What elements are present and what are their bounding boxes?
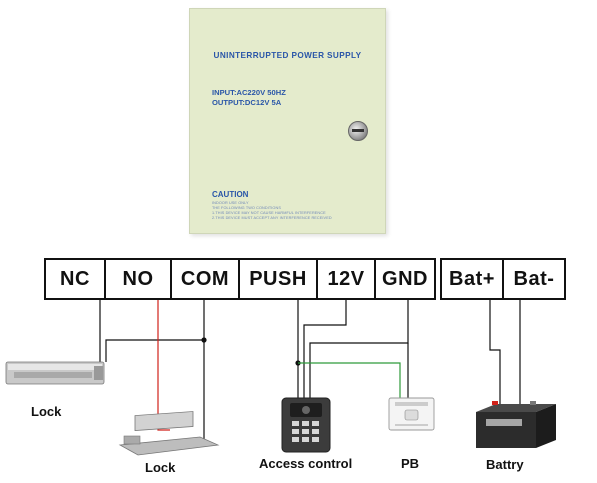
exit-button-icon xyxy=(388,397,435,431)
psu-input-spec: INPUT:AC220V 50HZ xyxy=(212,88,286,97)
psu-output-spec: OUTPUT:DC12V 5A xyxy=(212,98,282,107)
terminal-push: PUSH xyxy=(238,258,318,300)
psu-caution-heading: CAUTION xyxy=(212,190,249,199)
wire-com-lock1 xyxy=(105,300,205,362)
psu-caution-line: 2.THIS DEVICE MUST ACCEPT ANY INTERFEREN… xyxy=(212,216,332,220)
wire-green xyxy=(298,362,401,398)
psu-caution-line: INDOOR USE ONLY xyxy=(212,201,249,205)
psu-caution-line: 1.THIS DEVICE MAY NOT CAUSE HARMFUL INTE… xyxy=(212,211,326,215)
wire-bat-plus xyxy=(489,300,501,405)
psu-caution-line: THE FOLLOWING TWO CONDITIONS xyxy=(212,206,281,210)
terminal-gnd: GND xyxy=(374,258,436,300)
junction-dot xyxy=(201,337,207,343)
label-lock-bolt: Lock xyxy=(145,460,176,475)
power-supply-box: UNINTERRUPTED POWER SUPPLY INPUT:AC220V … xyxy=(189,8,386,234)
wire-no-red xyxy=(157,300,170,431)
wire-com-lock2 xyxy=(195,340,205,441)
keypad-icon xyxy=(281,397,331,453)
label-lock-magnetic: Lock xyxy=(31,404,62,419)
terminal-com: COM xyxy=(170,258,240,300)
terminal-bat-minus: Bat- xyxy=(502,258,566,300)
bolt-lock-icon xyxy=(118,411,220,456)
magnetic-lock-icon xyxy=(5,361,105,385)
label-pb: PB xyxy=(401,456,420,471)
terminal-no: NO xyxy=(104,258,172,300)
terminal-bat-plus: Bat+ xyxy=(440,258,504,300)
wire-gnd-access xyxy=(309,300,409,400)
battery-icon xyxy=(476,401,556,448)
label-battery: Battry xyxy=(486,457,524,472)
psu-title: UNINTERRUPTED POWER SUPPLY xyxy=(213,51,362,60)
key-slot xyxy=(352,129,364,132)
label-access-control: Access control xyxy=(259,456,353,471)
